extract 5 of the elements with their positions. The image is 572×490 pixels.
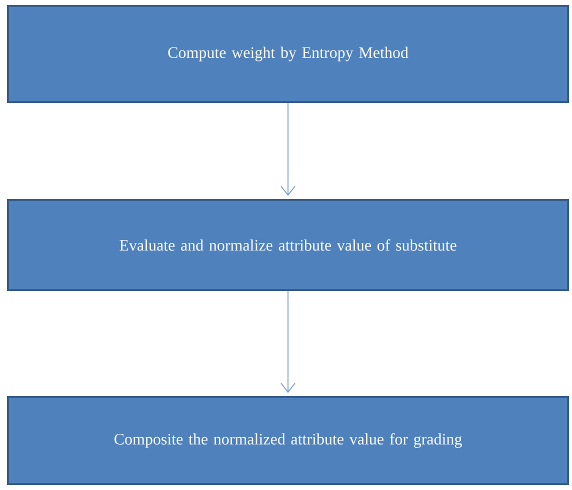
arrow xyxy=(280,102,296,196)
process-box: Evaluate and normalize attribute value of substitute xyxy=(7,199,569,291)
process-box: Composite the normalized attribute value for grading xyxy=(7,396,569,485)
process-box: Compute weight by Entropy Method xyxy=(7,5,569,103)
arrow xyxy=(280,290,296,393)
